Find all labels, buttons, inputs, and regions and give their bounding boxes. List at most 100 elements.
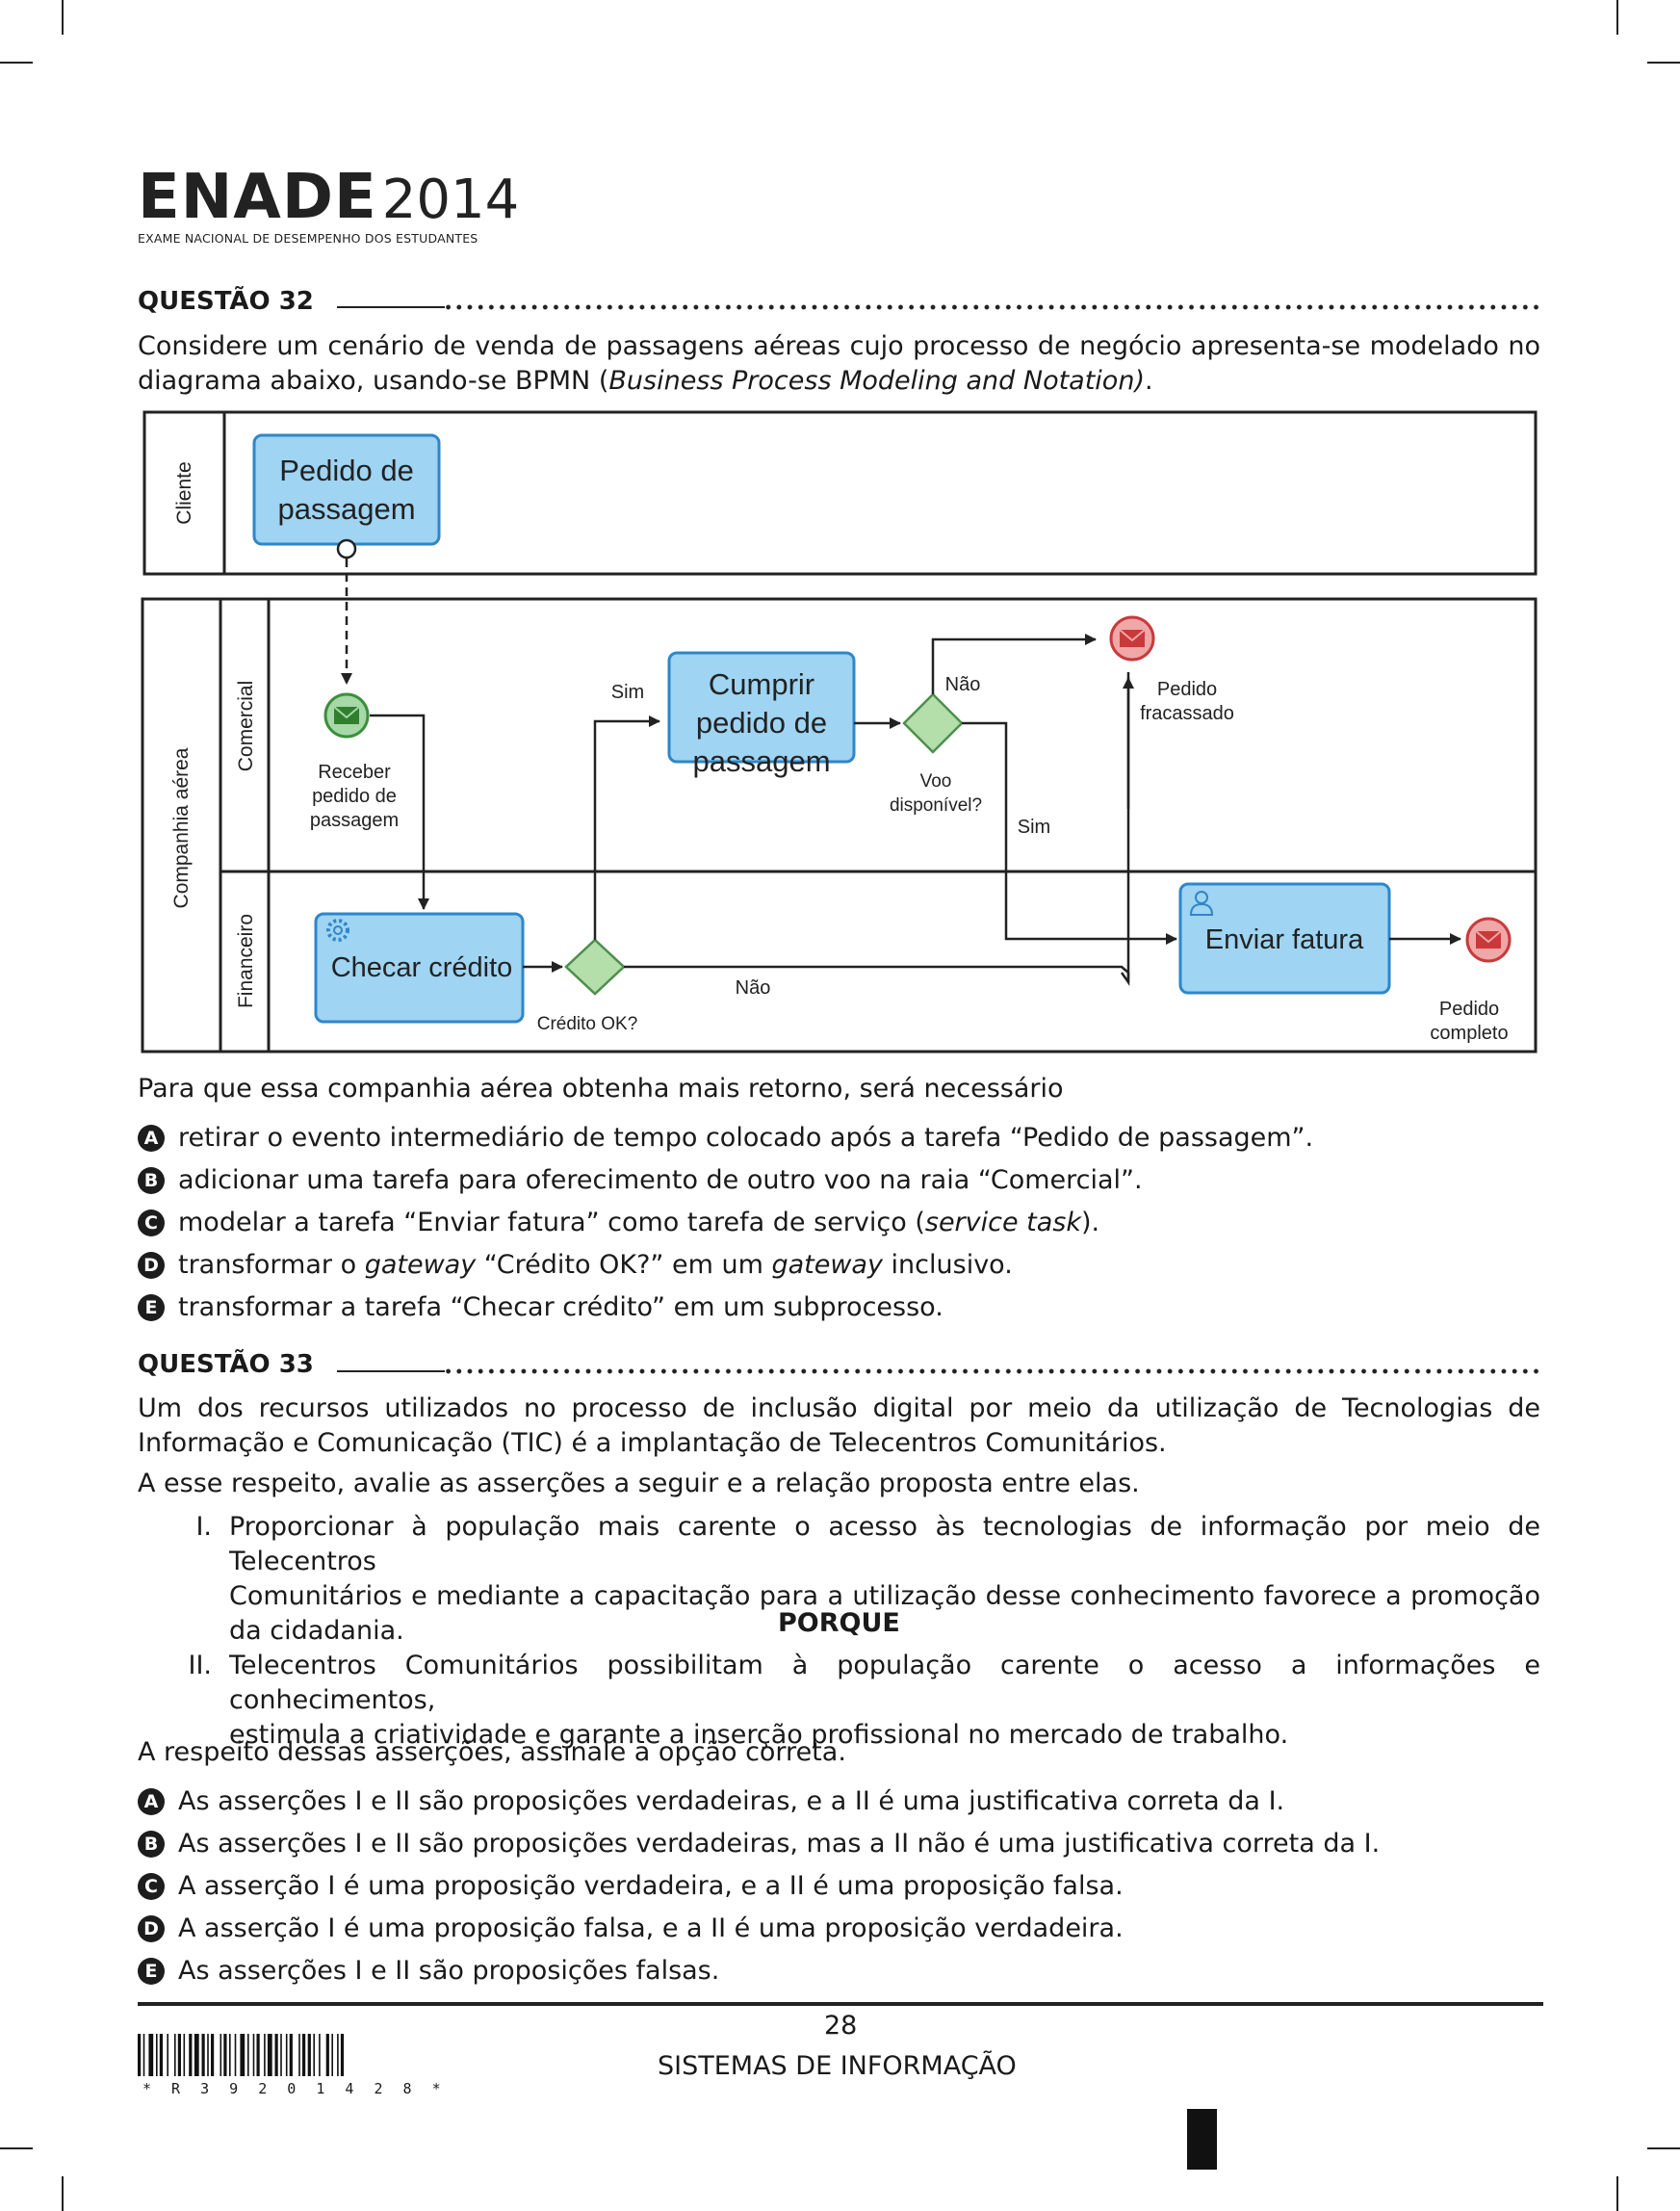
label-sim-voo: Sim [1018,817,1050,838]
assertion-1: Proporcionar à população mais carente o … [229,1510,1540,1649]
q32-option-b[interactable]: B adicionar uma tarefa para oferecimento… [138,1163,1143,1198]
gear-icon [326,919,349,942]
barcode-bar [285,2034,288,2076]
label-nao-voo: Não [945,674,981,695]
option-text: As asserções I e II são proposições fals… [178,1956,720,1986]
event-receber-label-3: passagem [310,810,399,831]
registration-block [1187,2109,1217,2170]
q32-option-c[interactable]: C modelar a tarefa “Enviar fatura” como … [138,1206,1099,1240]
q32-option-d[interactable]: D transformar o gateway “Crédito OK?” em… [138,1248,1013,1283]
assertion-1-number: I. [195,1512,212,1542]
q33-option-d[interactable]: D A asserção I é uma proposição falsa, e… [138,1912,1124,1946]
option-letter-b: B [138,1831,165,1858]
gateway-credito-label: Crédito OK? [537,1014,638,1034]
option-letter-d: D [138,1915,165,1942]
pool-client [142,410,1538,576]
option-text: A asserção I é uma proposição falsa, e a… [178,1913,1124,1943]
assertion-1-line-1: Proporcionar à população mais carente o … [229,1512,1540,1576]
pool-client-label: Cliente [173,461,195,524]
title-rule [337,306,445,308]
barcode-bar [207,2034,209,2076]
barcode-bar [337,2034,339,2076]
flow-voo-sim [962,721,1116,941]
assertion-1-line-2: Comunitários e mediante a capacitação pa… [229,1581,1540,1611]
option-text-part: “Crédito OK?” em um [476,1250,772,1280]
barcode-bar [201,2034,205,2076]
intro-italic: Business Process Modeling and Notation) [608,366,1145,396]
option-letter-e: E [138,1958,165,1985]
task-pedido-label-1: Pedido de [279,454,414,487]
barcode-bar [274,2034,278,2076]
option-letter-d: D [138,1252,165,1279]
flow-voo-nao [931,634,1097,694]
crop-mark [1616,0,1618,35]
title-dotted-rule [443,1368,1540,1374]
barcode-bar [280,2034,282,2076]
barcode-bar [256,2034,260,2076]
intro-line-2: diagrama abaixo, usando-se BPMN (Busines… [138,364,1540,399]
barcode-bar [174,2034,176,2076]
intro-line-1: Um dos recursos utilizados no processo d… [138,1393,1540,1423]
end-fracassado-label-1: Pedido [1157,679,1217,700]
barcode-bar [167,2034,168,2076]
q33-option-b[interactable]: B As asserções I e II são proposições ve… [138,1827,1380,1861]
task-checar-label: Checar crédito [331,952,513,983]
gateway-voo-label-2: disponível? [890,795,982,816]
intro-line-2: Informação e Comunicação (TIC) é a impla… [138,1428,1167,1458]
task-cumprir-label-2: pedido de [696,706,827,740]
q33-option-a[interactable]: A As asserções I e II são proposições ve… [138,1784,1284,1819]
task-cumprir-label-1: Cumprir [709,667,814,701]
option-text: retirar o evento intermediário de tempo … [178,1123,1314,1153]
barcode-bar [319,2034,321,2076]
assertion-2-line-1: Telecentros Comunitários possibilitam à … [229,1651,1540,1715]
barcode-bar [156,2034,158,2076]
assertion-2-line-2: estimula a criatividade e garante a inse… [229,1720,1289,1750]
barcode-bar [234,2034,237,2076]
option-text: modelar a tarefa “Enviar fatura” como ta… [178,1206,1099,1240]
barcode-bar [223,2034,227,2076]
intro-line-1: Considere um cenário de venda de passage… [138,331,1540,361]
crop-mark [1647,62,1680,64]
option-text: transformar o gateway “Crédito OK?” em u… [178,1248,1013,1283]
question-32-stem: Para que essa companhia aérea obtenha ma… [138,1074,1064,1104]
question-33-stem: A respeito dessas asserções, assinale a … [138,1737,846,1767]
assertion-2-number: II. [188,1651,212,1680]
bpmn-diagram: .t { font-family:"Liberation Sans", sans… [141,410,1538,1053]
barcode-bar [194,2034,199,2076]
logo-year: 2014 [381,169,520,231]
gateway-voo-label-1: Voo [920,771,952,792]
barcode-bar [252,2034,255,2076]
barcode-bars [138,2034,345,2076]
pool-company [141,597,1538,1053]
question-33-intro-3: A esse respeito, avalie as asserções a s… [138,1469,1140,1498]
assertion-2: Telecentros Comunitários possibilitam à … [229,1649,1540,1753]
lane-commercial-label: Comercial [235,681,257,772]
porque-connector: PORQUE [778,1608,900,1638]
option-text: adicionar uma tarefa para oferecimento d… [178,1165,1143,1195]
logo-subtitle: EXAME NACIONAL DE DESEMPENHO DOS ESTUDAN… [138,231,478,246]
barcode-bar [220,2034,222,2076]
lane-financial-label: Financeiro [235,914,257,1008]
barcode-bar [289,2034,293,2076]
barcode-text: * R 3 9 2 0 1 4 2 8 * [142,2080,447,2097]
q32-option-a[interactable]: A retirar o evento intermediário de temp… [138,1121,1313,1156]
title-rule [337,1370,445,1372]
option-text: As asserções I e II são proposições verd… [178,1786,1285,1816]
barcode-bar [331,2034,333,2076]
logo-text: ENADE [138,162,377,233]
task-cumprir-label-3: passagem [692,744,830,778]
crop-mark [62,2176,64,2211]
crop-mark [1647,2147,1680,2149]
envelope-icon [1475,930,1502,949]
option-text: As asserções I e II são proposições verd… [178,1829,1381,1859]
barcode-bar [211,2034,215,2076]
q32-option-e[interactable]: E transformar a tarefa “Checar crédito” … [138,1290,943,1325]
q33-option-c[interactable]: C A asserção I é uma proposição verdadei… [138,1869,1124,1904]
barcode-bar [267,2034,272,2076]
question-33-title: QUESTÃO 33 [138,1350,314,1379]
barcode-bar [148,2034,154,2076]
event-receber-label-1: Receber [318,762,391,783]
q33-option-e[interactable]: E As asserções I e II são proposições fa… [138,1954,719,1989]
option-text-part: transformar o [178,1250,365,1280]
option-text-italic: gateway [771,1250,883,1280]
